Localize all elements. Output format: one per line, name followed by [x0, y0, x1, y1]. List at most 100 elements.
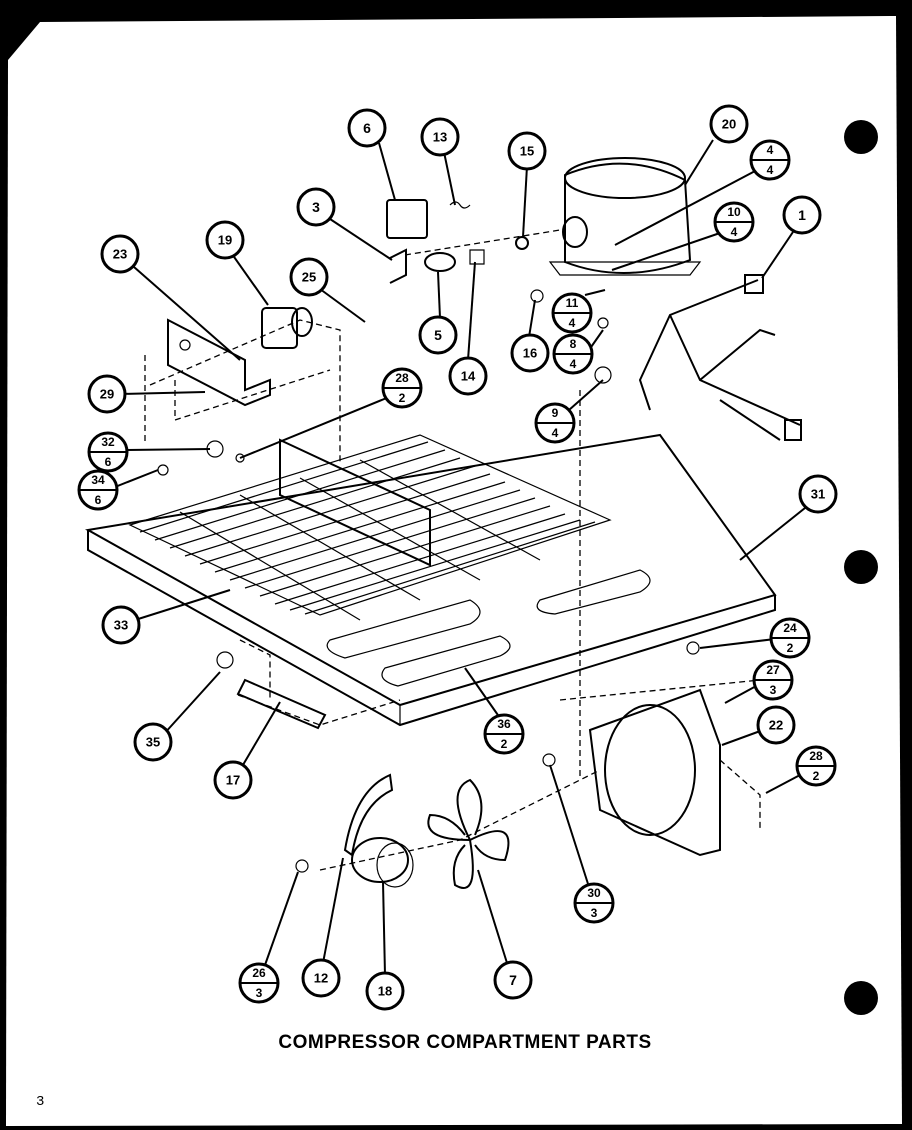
- svg-text:6: 6: [95, 493, 102, 507]
- callout-5: 5: [418, 315, 458, 355]
- callout-20: 20: [709, 104, 749, 144]
- svg-text:3: 3: [591, 906, 598, 920]
- svg-text:4: 4: [731, 225, 738, 239]
- svg-text:30: 30: [587, 886, 601, 900]
- callout-33: 33: [101, 605, 141, 645]
- svg-text:12: 12: [314, 971, 328, 986]
- callout-34-over-6: 346: [77, 469, 119, 511]
- compressor: [548, 157, 702, 276]
- defrost-timer: [261, 307, 298, 349]
- svg-text:11: 11: [566, 296, 579, 310]
- callout-6: 6: [347, 108, 387, 148]
- callout-9-over-4: 94: [534, 402, 576, 444]
- callout-31: 31: [798, 474, 838, 514]
- svg-text:6: 6: [363, 120, 371, 136]
- callout-10-over-4: 104: [713, 201, 755, 243]
- svg-text:14: 14: [461, 369, 476, 384]
- fan-shroud: [588, 688, 721, 857]
- callout-13: 13: [420, 117, 460, 157]
- callout-1: 1: [782, 195, 822, 235]
- fan-motor: [351, 837, 409, 883]
- callout-36-over-2: 362: [483, 713, 525, 755]
- svg-text:4: 4: [569, 316, 576, 330]
- relay: [386, 199, 428, 239]
- svg-text:5: 5: [434, 327, 442, 343]
- callout-35: 35: [133, 722, 173, 762]
- svg-text:33: 33: [114, 618, 128, 633]
- callout-14: 14: [448, 356, 488, 396]
- svg-text:6: 6: [105, 455, 112, 469]
- svg-text:7: 7: [509, 972, 517, 988]
- svg-text:8: 8: [570, 337, 577, 351]
- callout-12: 12: [301, 958, 341, 998]
- svg-text:10: 10: [727, 205, 741, 219]
- svg-text:9: 9: [552, 406, 559, 420]
- svg-text:34: 34: [91, 473, 105, 487]
- callout-24-over-2: 242: [769, 617, 811, 659]
- svg-text:2: 2: [813, 769, 820, 783]
- svg-text:3: 3: [770, 683, 777, 697]
- condenser-coil: [128, 434, 612, 621]
- binder-hole-top: [844, 120, 878, 154]
- parts-drawing: [85, 157, 802, 889]
- svg-text:20: 20: [722, 117, 736, 132]
- callout-18: 18: [365, 971, 405, 1011]
- callout-7: 7: [493, 960, 533, 1000]
- callout-15: 15: [507, 131, 547, 171]
- svg-text:1: 1: [798, 207, 806, 223]
- callout-27-over-3: 273: [752, 659, 794, 701]
- callout-16: 16: [510, 333, 550, 373]
- svg-text:3: 3: [256, 986, 263, 1000]
- svg-text:19: 19: [218, 233, 232, 248]
- svg-text:13: 13: [433, 130, 447, 145]
- motor-bracket: [343, 773, 394, 857]
- callout-17: 17: [213, 760, 253, 800]
- svg-text:22: 22: [769, 718, 783, 733]
- svg-text:23: 23: [113, 247, 127, 262]
- svg-text:4: 4: [767, 143, 774, 157]
- drier: [236, 678, 327, 730]
- svg-text:36: 36: [497, 717, 511, 731]
- binder-hole-bottom: [844, 981, 878, 1015]
- wiring-harness: [638, 279, 801, 441]
- callout-4-over-4: 44: [749, 139, 791, 181]
- callout-19: 19: [205, 220, 245, 260]
- callout-28-over-2-top: 282: [381, 367, 423, 409]
- svg-text:25: 25: [302, 270, 316, 285]
- svg-text:32: 32: [101, 435, 115, 449]
- svg-text:35: 35: [146, 735, 160, 750]
- svg-text:29: 29: [100, 387, 114, 402]
- divider-panel: [279, 438, 431, 567]
- diagram-title: COMPRESSOR COMPARTMENT PARTS: [278, 1032, 651, 1053]
- svg-text:28: 28: [809, 749, 823, 763]
- callout-3: 3: [296, 187, 336, 227]
- svg-text:26: 26: [252, 966, 266, 980]
- callout-32-over-6: 326: [87, 431, 129, 473]
- leader-lines: [114, 139, 806, 976]
- svg-text:4: 4: [570, 357, 577, 371]
- svg-text:2: 2: [399, 391, 406, 405]
- callout-23: 23: [100, 234, 140, 274]
- binder-hole-middle: [844, 550, 878, 584]
- svg-text:16: 16: [523, 346, 537, 361]
- svg-text:15: 15: [520, 144, 534, 159]
- callout-25: 25: [289, 257, 329, 297]
- callout-28-over-2-bottom: 282: [795, 745, 837, 787]
- callout-30-over-3: 303: [573, 882, 615, 924]
- fan-blade: [427, 778, 510, 889]
- svg-text:17: 17: [226, 773, 240, 788]
- svg-text:2: 2: [787, 641, 794, 655]
- svg-text:27: 27: [766, 663, 780, 677]
- svg-text:4: 4: [552, 426, 559, 440]
- callout-29: 29: [87, 374, 127, 414]
- svg-text:3: 3: [312, 199, 320, 215]
- svg-text:24: 24: [783, 621, 797, 635]
- svg-text:18: 18: [378, 984, 392, 999]
- page-corner-mark: 3: [36, 1094, 44, 1110]
- callout-8-over-4: 84: [552, 333, 594, 375]
- callout-26-over-3: 263: [238, 962, 280, 1004]
- callout-22: 22: [756, 705, 796, 745]
- svg-text:2: 2: [501, 737, 508, 751]
- svg-text:31: 31: [811, 487, 825, 502]
